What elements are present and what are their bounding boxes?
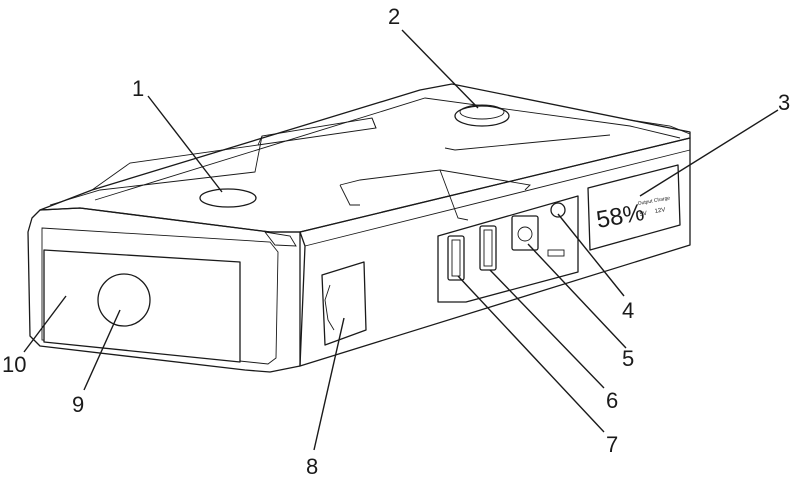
power-button[interactable] — [454, 105, 510, 127]
top-ridge-1 — [91, 135, 263, 191]
top-ridge-2 — [257, 117, 377, 146]
usb-port-1[interactable] — [447, 235, 465, 281]
leader-9 — [83, 309, 121, 391]
power-button-cap — [459, 104, 505, 120]
callout-6: 6 — [606, 388, 618, 413]
top-ridge-6 — [444, 134, 611, 151]
front-face-rim — [41, 227, 279, 365]
lcd-voltage-left: 5V — [639, 211, 647, 218]
leader-7 — [457, 275, 605, 433]
leader-10 — [23, 295, 67, 353]
usb-port-2[interactable] — [479, 225, 497, 271]
callout-4: 4 — [622, 298, 634, 323]
top-ridge-7 — [629, 119, 691, 135]
dc-output-port[interactable] — [511, 215, 539, 251]
side-face — [299, 137, 691, 367]
usb-port-2-inner — [483, 229, 493, 267]
leader-6 — [489, 269, 605, 389]
leader-1 — [147, 95, 223, 193]
callout-5: 5 — [622, 346, 634, 371]
leader-4 — [557, 213, 625, 297]
port-recess — [437, 195, 579, 303]
usb-port-1-inner — [451, 239, 461, 277]
lcd-voltage-right: 12V — [654, 207, 666, 215]
lcd-display-frame — [587, 164, 681, 251]
small-button[interactable] — [550, 202, 566, 218]
callout-2: 2 — [388, 4, 400, 29]
side-port-cover[interactable] — [321, 261, 367, 346]
leader-8 — [313, 317, 345, 451]
callout-1: 1 — [132, 76, 144, 101]
top-ridge-5 — [439, 169, 469, 221]
front-corner-notch — [263, 231, 297, 247]
top-ridge-4 — [339, 184, 360, 206]
callout-7: 7 — [606, 432, 618, 457]
top-ridge-3 — [339, 169, 531, 191]
dc-output-hole — [517, 226, 533, 242]
port-label-mark — [547, 249, 565, 257]
side-face-edge — [304, 149, 691, 247]
cover-hinge — [324, 284, 335, 331]
top-rim — [94, 97, 681, 201]
lcd-small-text: Output Charge — [637, 195, 671, 207]
top-light-lens — [199, 188, 257, 208]
leader-5 — [527, 243, 627, 349]
leader-2 — [401, 29, 479, 109]
callout-9: 9 — [72, 392, 84, 417]
callout-3: 3 — [778, 90, 790, 115]
leader-3 — [639, 109, 779, 197]
callout-8: 8 — [306, 454, 318, 479]
callout-10: 10 — [2, 352, 26, 377]
flashlight-lens[interactable] — [97, 273, 151, 327]
